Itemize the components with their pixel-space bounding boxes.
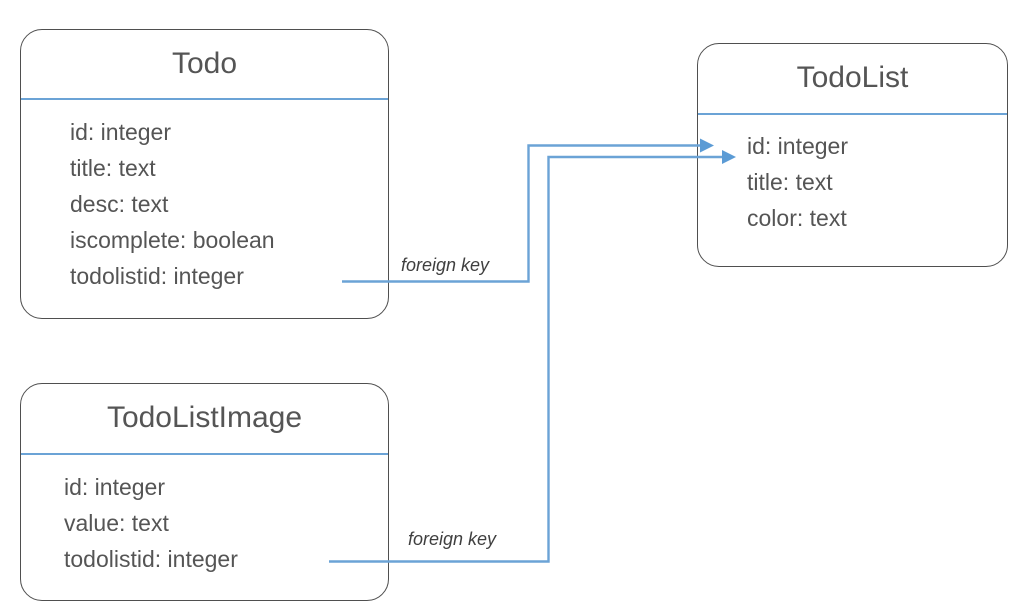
attribute-row: color: text [747,205,847,232]
attribute-row: desc: text [70,191,169,218]
relationship-label-foreign-key: foreign key [396,254,495,276]
attribute-row: id: integer [70,119,172,145]
entity-todo-title: Todo [171,47,238,80]
entity-todo[interactable]: Todo id: integer title: text desc: text … [20,29,389,319]
entity-todolistimage[interactable]: TodoListImage id: integer value: text to… [20,383,389,601]
attribute-row: title: text [70,155,156,182]
attribute-row: todolistid: integer [70,263,244,290]
attribute-row: id: integer [64,474,166,500]
entity-todolist-attributes: id: integer title: text color: text [698,115,1007,236]
attribute-row: todolistid: integer [64,546,238,573]
entity-todolistimage-attributes: id: integer value: text todolistid: inte… [21,455,388,577]
attribute-row: title: text [747,169,833,196]
relationship-label-foreign-key: foreign key [403,528,502,550]
relationship-todolistimage-todolist [329,150,736,563]
entity-todo-divider [21,98,388,100]
attribute-row: iscomplete: boolean [70,227,275,254]
entity-todolistimage-title: TodoListImage [106,401,303,434]
entity-todolist[interactable]: TodoList id: integer title: text color: … [697,43,1008,267]
entity-todolist-divider [698,113,1007,115]
entity-todo-attributes: id: integer title: text desc: text iscom… [21,100,388,295]
entity-todolist-title: TodoList [796,61,909,94]
entity-todolistimage-divider [21,453,388,455]
attribute-row: id: integer [747,133,849,159]
attribute-row: value: text [64,510,169,537]
